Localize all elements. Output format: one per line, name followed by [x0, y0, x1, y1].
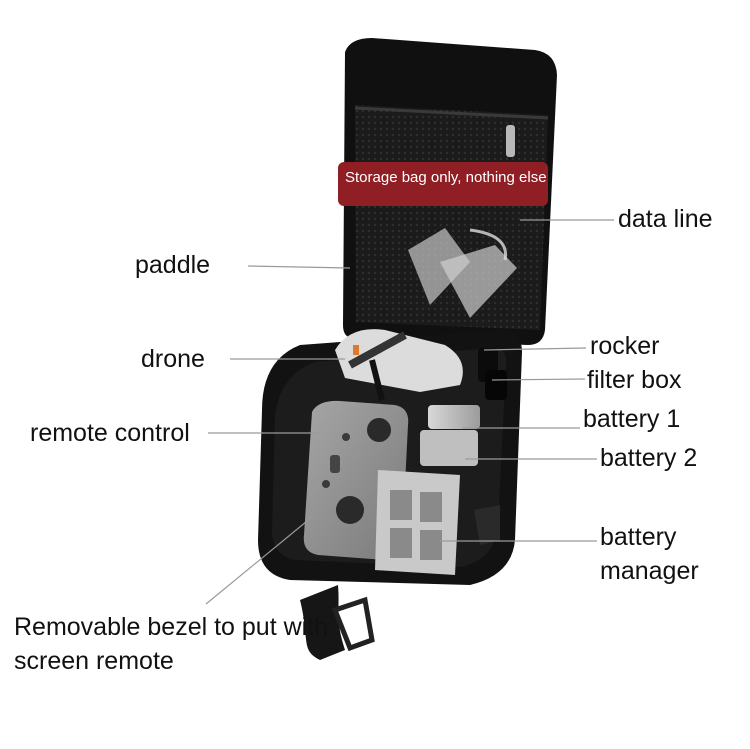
strap-buckle — [331, 596, 375, 652]
charger-slot-2 — [420, 492, 442, 522]
label-removable-bezel: Removable bezel to put with screen remot… — [14, 613, 329, 675]
charger-slot-4 — [420, 530, 442, 560]
lid-mesh-pocket — [355, 105, 548, 330]
drone-led — [353, 345, 359, 355]
button-dot-1 — [342, 433, 350, 441]
paddle-set-2 — [440, 245, 517, 318]
lid-zipper-line — [354, 106, 549, 120]
label-filter-box: filter box — [587, 366, 682, 394]
leader-removable-bezel — [205, 516, 313, 605]
joystick-bottom — [336, 496, 364, 524]
charger-slot-3 — [390, 528, 412, 558]
drone-propeller — [369, 359, 385, 401]
switch-slider — [330, 455, 340, 473]
label-battery-1: battery 1 — [583, 405, 681, 433]
label-data-line: data line — [618, 205, 713, 233]
leader-filter-box — [491, 378, 586, 381]
battery-manager — [375, 470, 460, 575]
drone-arm — [348, 331, 407, 369]
leader-paddle — [247, 265, 351, 269]
side-handle — [474, 505, 500, 545]
data-line-cable — [469, 228, 508, 261]
label-paddle: paddle — [135, 251, 211, 279]
leader-lines — [205, 219, 614, 605]
button-dot-2 — [322, 480, 330, 488]
charger-slot-1 — [390, 490, 412, 520]
paddle-set — [408, 228, 470, 305]
label-rocker: rocker — [590, 332, 660, 360]
leader-rocker — [483, 347, 587, 351]
label-drone: drone — [141, 345, 205, 373]
storage-bag-notice-banner: Storage bag only, nothing else — [338, 162, 548, 206]
battery-2 — [420, 430, 478, 466]
label-battery-2: battery 2 — [600, 444, 698, 472]
filter-box-slot — [485, 370, 507, 400]
joystick-top — [367, 418, 391, 442]
battery-1 — [428, 405, 480, 429]
backpack-strap — [300, 585, 345, 660]
label-battery-manager: battery manager — [600, 523, 699, 585]
zipper-pull — [506, 125, 515, 157]
label-remote-control: remote control — [30, 419, 190, 447]
drone-body — [335, 329, 463, 392]
